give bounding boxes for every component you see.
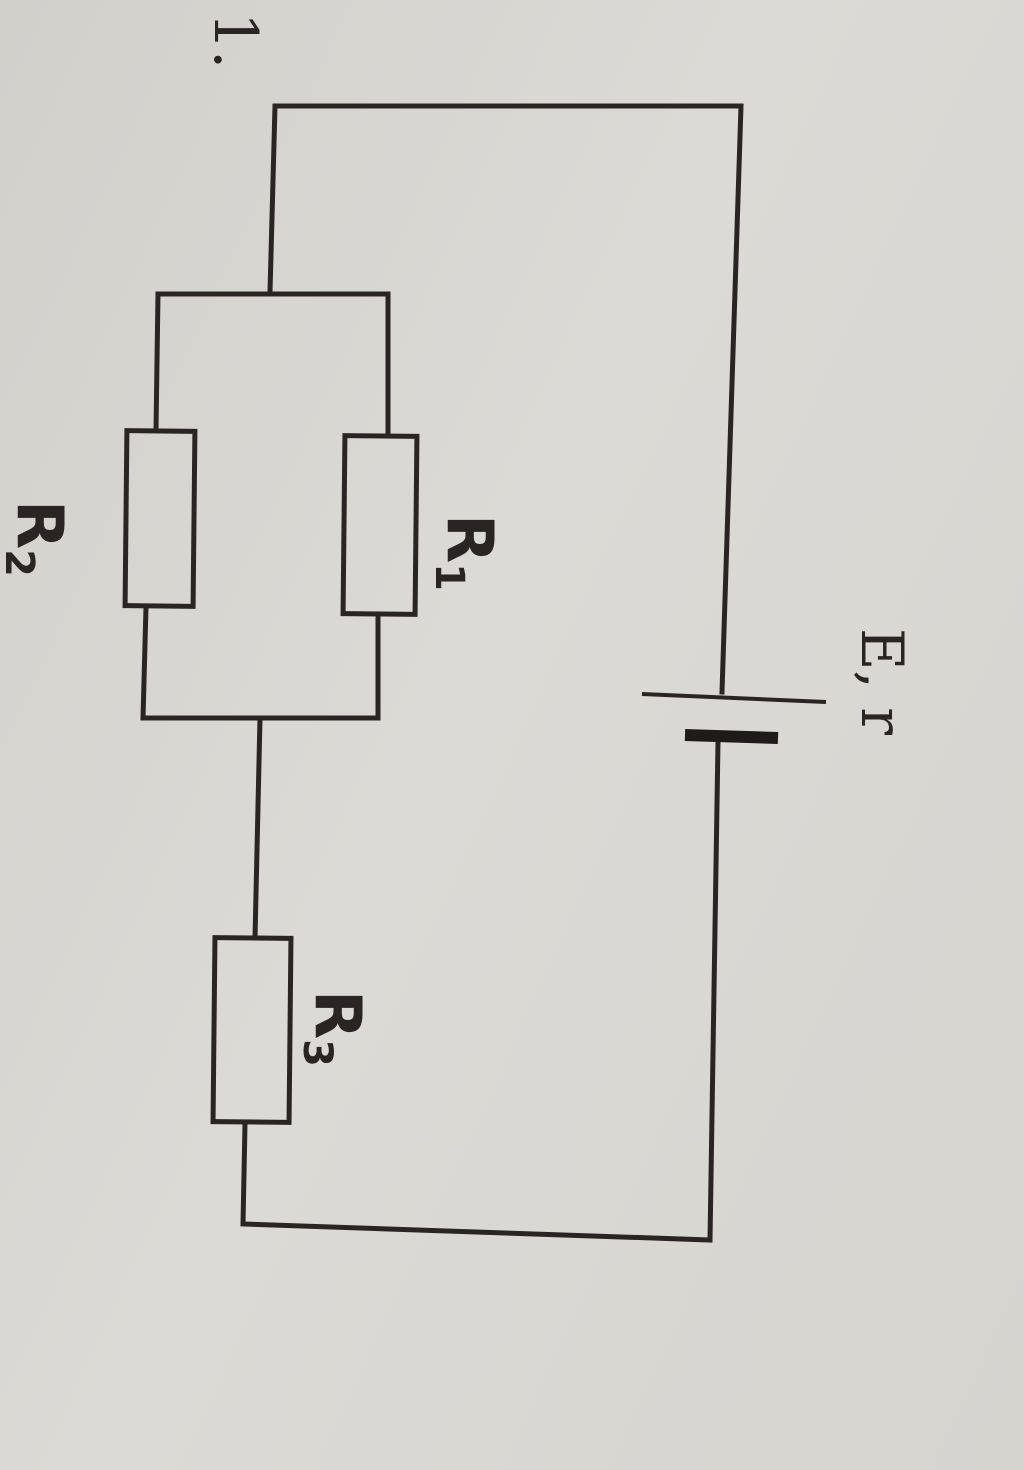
label-r2: R2 [0,500,76,577]
label-source: E, r [848,628,916,735]
resistor-r2 [122,428,198,609]
label-r1-sub: 1 [426,563,472,591]
label-r3-main: R [300,990,374,1039]
battery-short-plate [684,729,779,744]
wire-parallel-bottom [140,604,381,721]
label-r1: R1 [426,514,506,591]
resistor-r3 [210,935,294,1125]
battery-long-plate [641,692,827,704]
wire-parallel-top [153,291,391,439]
resistor-r1 [340,433,420,617]
label-r3-sub: 3 [294,1039,340,1067]
label-r3: R3 [294,990,374,1067]
wire-middle [252,715,263,941]
problem-number: 1. [200,12,270,69]
wire-bottom [240,739,721,1243]
label-r2-main: R [2,500,76,549]
label-r2-sub: 2 [0,549,42,577]
label-r1-main: R [432,514,506,563]
wire-top [267,103,744,695]
